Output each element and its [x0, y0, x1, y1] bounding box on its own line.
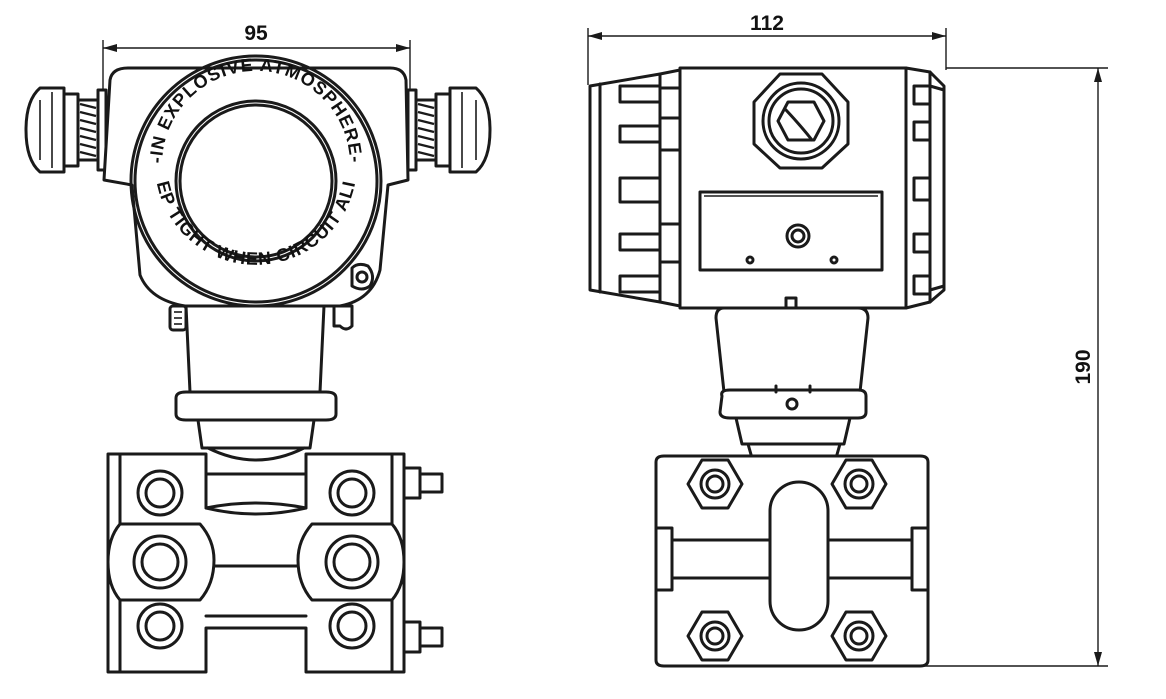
front-housing — [102, 66, 410, 308]
side-right-cover — [904, 66, 946, 310]
right-cable-gland — [406, 86, 492, 174]
side-width-dimension: 112 — [587, 12, 947, 85]
conduit-port — [752, 72, 850, 170]
lock-screw — [168, 304, 188, 332]
side-view: 112 190 — [587, 12, 1108, 668]
front-neck — [174, 304, 338, 462]
front-view: 95 — [0, 0, 492, 674]
side-bolts — [686, 458, 888, 662]
side-height-dimension: 190 — [880, 67, 1108, 667]
front-flange — [106, 452, 444, 674]
side-width-label: 112 — [750, 12, 784, 35]
side-left-cover — [588, 68, 682, 308]
side-neck — [714, 306, 870, 460]
front-bolts — [132, 469, 380, 650]
name-plate — [698, 190, 884, 272]
left-cable-gland — [24, 86, 108, 174]
front-width-label: 95 — [244, 22, 268, 45]
side-height-label: 190 — [1072, 349, 1095, 384]
housing-ear — [350, 262, 375, 291]
front-width-dimension: 95 — [102, 22, 411, 95]
ground-tab — [332, 304, 354, 331]
